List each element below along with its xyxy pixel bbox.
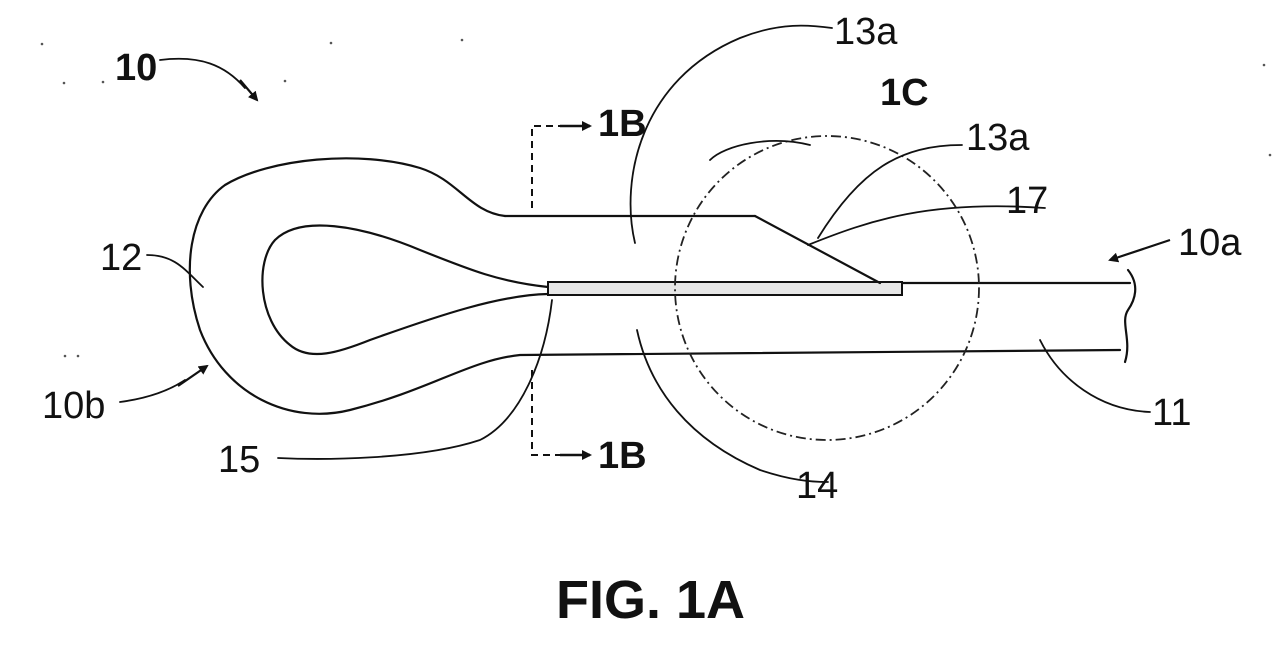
label-12: 12 — [100, 237, 142, 279]
label-10a: 10a — [1178, 222, 1242, 264]
label-11: 11 — [1152, 392, 1191, 434]
leader-lines — [120, 26, 1170, 482]
label-1c: 1C — [880, 72, 929, 114]
label-1b-top: 1B — [598, 103, 647, 145]
label-13a-right: 13a — [966, 117, 1030, 159]
figure-caption: FIG. 1A — [556, 570, 745, 630]
label-15: 15 — [218, 439, 260, 481]
label-17: 17 — [1006, 180, 1048, 222]
label-10: 10 — [115, 47, 157, 89]
scan-speckles — [41, 39, 1272, 358]
label-10b: 10b — [42, 385, 105, 427]
label-14: 14 — [796, 465, 838, 507]
inner-loop-outline — [262, 226, 548, 355]
label-1b-bottom: 1B — [598, 435, 647, 477]
insert-strip — [548, 282, 902, 295]
label-13a-top: 13a — [834, 11, 898, 53]
